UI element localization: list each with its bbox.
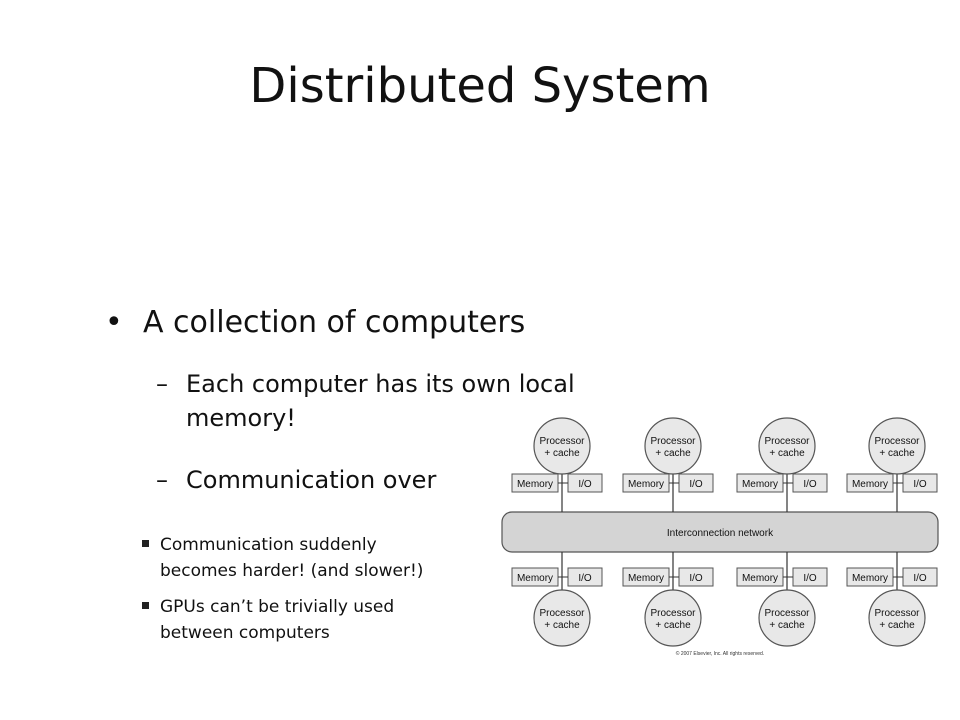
sub-bullet-text-line2: memory!	[186, 404, 296, 432]
dash-mark: –	[156, 370, 168, 398]
square-bullet-icon	[142, 602, 149, 609]
io-label: I/O	[578, 573, 592, 584]
memory-label: Memory	[628, 479, 664, 490]
sub-bullet-text-line1: Each computer has its own local	[186, 370, 575, 398]
memory-label: Memory	[517, 479, 553, 490]
processor-label: Processor	[539, 608, 585, 619]
cache-label: + cache	[879, 620, 915, 631]
dash-mark: –	[156, 466, 168, 494]
bullet-collection-of-computers: • A collection of computers	[105, 303, 525, 343]
cache-label: + cache	[769, 448, 805, 459]
io-label: I/O	[913, 479, 927, 490]
cache-label: + cache	[879, 448, 915, 459]
small-bullet-list: Communication suddenly becomes harder! (…	[140, 532, 480, 656]
copyright-note: © 2007 Elsevier, Inc. All rights reserve…	[676, 650, 764, 657]
processor-label: Processor	[539, 436, 585, 447]
memory-label: Memory	[852, 573, 888, 584]
io-label: I/O	[803, 573, 817, 584]
processor-node	[758, 417, 816, 475]
cache-label: + cache	[655, 620, 691, 631]
processor-node	[644, 417, 702, 475]
cache-label: + cache	[544, 448, 580, 459]
slide-title: Distributed System	[249, 58, 711, 114]
cache-label: + cache	[544, 620, 580, 631]
sub-bullet-text: Communication over	[186, 466, 437, 494]
processor-node	[868, 417, 926, 475]
square-bullet-icon	[142, 540, 149, 547]
small-bullet-line1: GPUs can’t be trivially used	[160, 597, 395, 617]
small-bullet-line2: becomes harder! (and slower!)	[160, 561, 424, 581]
io-label: I/O	[689, 573, 703, 584]
memory-label: Memory	[742, 479, 778, 490]
small-bullet-gpus: GPUs can’t be trivially used between com…	[140, 594, 480, 646]
processor-node	[644, 589, 702, 647]
bullet-dot: •	[105, 305, 123, 340]
cache-label: + cache	[655, 448, 691, 459]
interconnection-network-label: Interconnection network	[667, 528, 774, 539]
memory-label: Memory	[628, 573, 664, 584]
small-bullet-line2: between computers	[160, 623, 330, 643]
processor-node	[758, 589, 816, 647]
small-bullet-communication-harder: Communication suddenly becomes harder! (…	[140, 532, 480, 584]
processor-label: Processor	[764, 608, 810, 619]
processor-label: Processor	[650, 608, 696, 619]
processor-label: Processor	[874, 608, 920, 619]
io-label: I/O	[803, 479, 817, 490]
cache-label: + cache	[769, 620, 805, 631]
interconnection-network	[501, 511, 939, 553]
processor-node	[533, 417, 591, 475]
processor-node	[533, 589, 591, 647]
io-label: I/O	[689, 479, 703, 490]
memory-label: Memory	[742, 573, 778, 584]
io-label: I/O	[913, 573, 927, 584]
processor-label: Processor	[650, 436, 696, 447]
bullet-text: A collection of computers	[143, 305, 526, 340]
small-bullet-line1: Communication suddenly	[160, 535, 377, 555]
memory-label: Memory	[852, 479, 888, 490]
memory-label: Memory	[517, 573, 553, 584]
io-label: I/O	[578, 479, 592, 490]
sub-bullet-local-memory: –Each computer has its own local memory!	[156, 367, 575, 435]
processor-label: Processor	[874, 436, 920, 447]
processor-node	[868, 589, 926, 647]
processor-label: Processor	[764, 436, 810, 447]
sub-bullet-communication: –Communication over	[156, 463, 436, 497]
